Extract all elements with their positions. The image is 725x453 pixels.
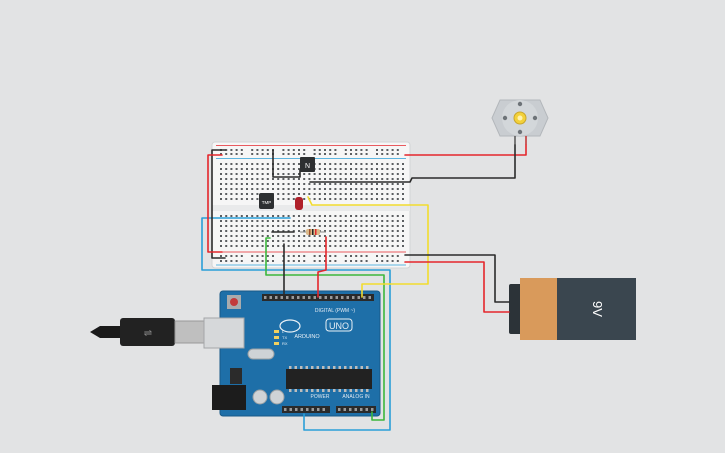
l-label: L <box>282 329 285 334</box>
temperature-sensor[interactable]: TMP <box>259 193 274 209</box>
voltage-regulator <box>230 368 242 384</box>
wire-black-left-rail[interactable] <box>211 149 226 259</box>
arduino-brand: ARDUINO <box>294 334 320 340</box>
atmega-chip <box>286 369 372 389</box>
capacitor-right <box>269 389 285 405</box>
bottom-pins <box>284 408 374 411</box>
chip-pins <box>289 366 369 392</box>
arduino-model: UNO <box>329 321 349 331</box>
rx-label: RX <box>282 341 288 346</box>
dc-jack[interactable] <box>212 385 246 410</box>
wire-black-motor[interactable] <box>309 144 516 183</box>
wire-red-motor[interactable] <box>404 144 527 156</box>
wire-black-battery[interactable] <box>404 254 510 303</box>
dc-motor[interactable] <box>491 99 549 145</box>
analog-header-label: ANALOG IN <box>342 394 370 400</box>
usb-cable-end <box>90 326 120 338</box>
tx-label: TX <box>282 335 287 340</box>
usb-cable-plug[interactable] <box>120 318 175 346</box>
battery-label: 9V <box>590 301 605 317</box>
wire-yellow-signal[interactable] <box>307 196 429 298</box>
wires[interactable] <box>201 144 527 431</box>
wire-blue-ground[interactable] <box>201 217 391 431</box>
usb-icon: ⇌ <box>144 328 152 339</box>
digital-header-label: DIGITAL (PWM ~) <box>315 308 355 314</box>
led[interactable] <box>295 197 303 210</box>
arduino-uno-board[interactable]: ⇌ DIGITAL (PWM ~) ARDUINO UNO TX RX L <box>90 290 381 417</box>
reset-button[interactable] <box>230 298 238 306</box>
battery-9v[interactable]: 9V <box>509 278 636 340</box>
tx-led <box>274 336 279 339</box>
wire-red-pin[interactable] <box>317 236 327 298</box>
capacitor-left <box>252 389 268 405</box>
npn-transistor[interactable]: N <box>300 157 315 172</box>
usb-metal-shell <box>174 320 206 344</box>
rx-led <box>274 342 279 345</box>
resistor[interactable] <box>300 229 326 235</box>
breadboard-holes <box>220 149 404 262</box>
wire-green-signal[interactable] <box>265 237 385 421</box>
crystal-oscillator <box>247 348 275 360</box>
power-header-label: POWER <box>311 394 330 400</box>
temp-sensor-label: TMP <box>262 200 272 205</box>
arduino-logo-icon <box>279 319 301 333</box>
breadboard[interactable] <box>211 141 411 269</box>
transistor-label: N <box>305 163 310 170</box>
wire-red-battery[interactable] <box>404 261 510 313</box>
usb-port[interactable] <box>203 317 245 349</box>
l-led <box>274 330 279 333</box>
digital-pins <box>264 296 371 299</box>
wire-black-transistor[interactable] <box>272 149 301 178</box>
wire-red-left-rail[interactable] <box>207 154 223 253</box>
